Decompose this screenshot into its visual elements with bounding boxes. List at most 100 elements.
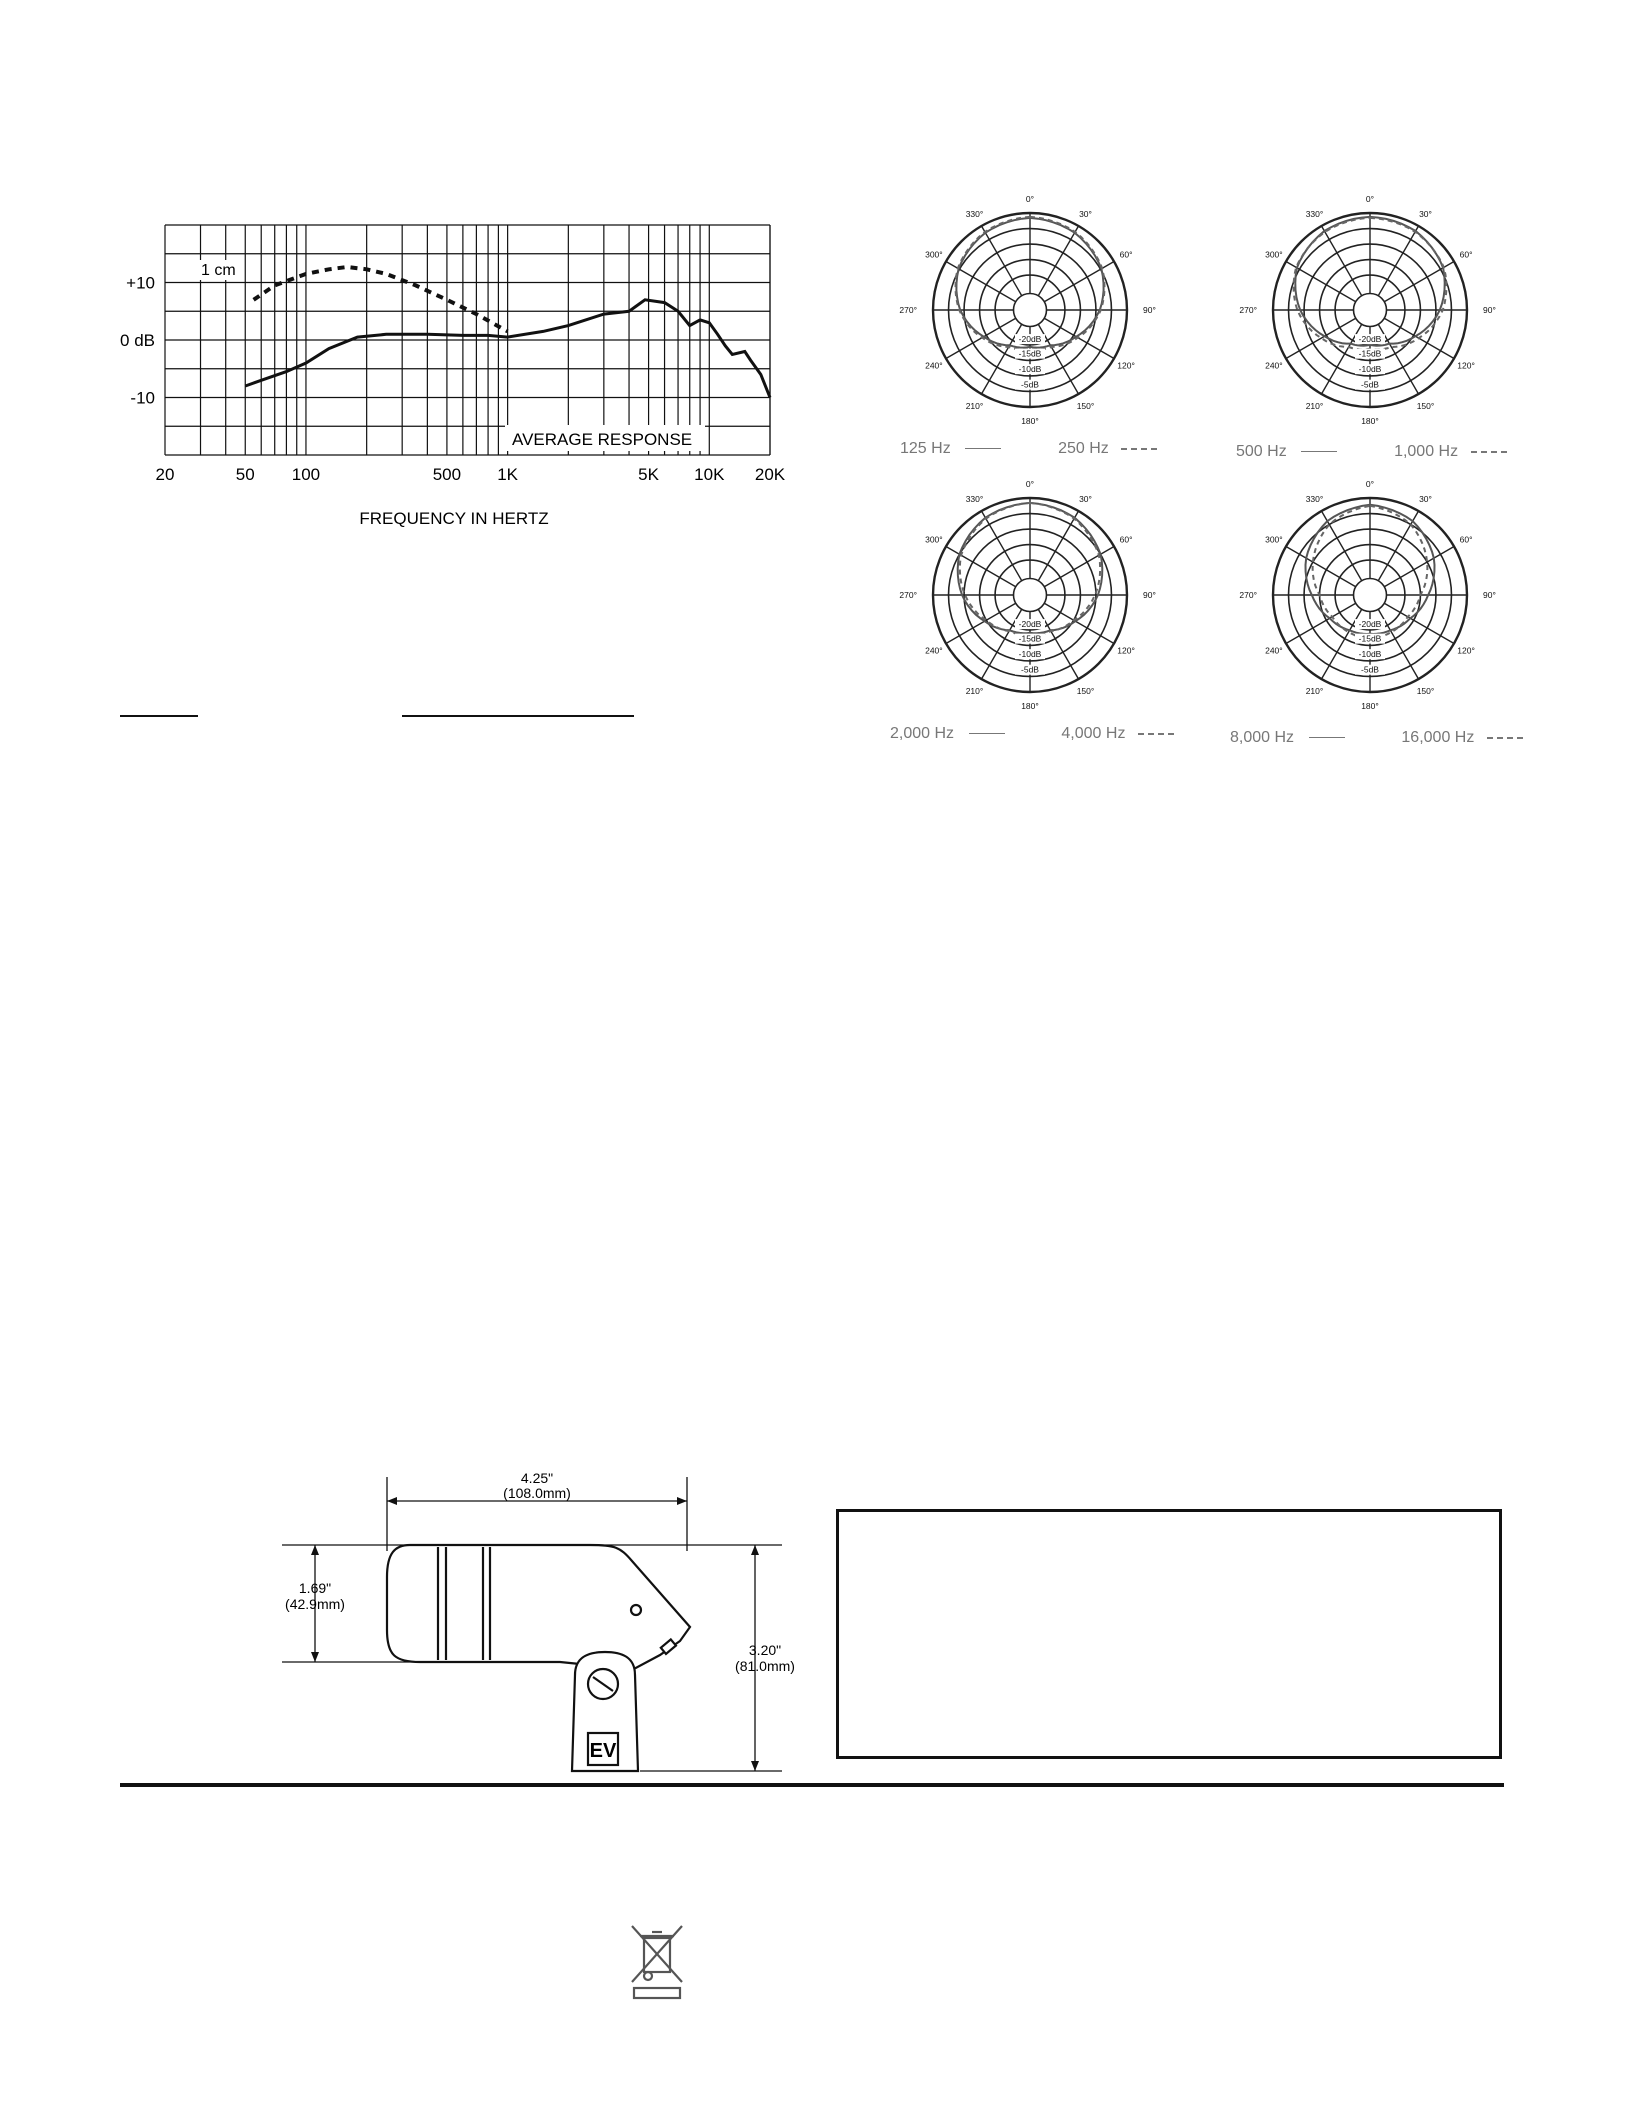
polar-curve-dashed xyxy=(958,501,1102,636)
polar-ring-label: -10dB xyxy=(1359,364,1382,374)
polar-angle-label: 300° xyxy=(925,535,943,545)
polar-spoke xyxy=(1037,225,1080,297)
y-tick-label: 0 dB xyxy=(120,331,155,350)
polar-curve-dashed xyxy=(954,215,1106,351)
average-response-label: AVERAGE RESPONSE xyxy=(512,430,692,449)
polar-spoke xyxy=(1320,225,1363,297)
legend-dashed-line xyxy=(1121,447,1158,450)
polar-chart-4: 0°30°60°90°120°150°180°210°240°270°300°3… xyxy=(1239,479,1496,711)
polar-curve-solid xyxy=(956,501,1104,635)
total-height-label: 3.20" xyxy=(749,1642,781,1658)
ring-label-bg xyxy=(1015,348,1045,359)
polar-ring-label: -10dB xyxy=(1019,649,1042,659)
ring-label-bg xyxy=(1355,334,1385,345)
ring-label-bg xyxy=(1355,633,1385,644)
polar-angle-label: 120° xyxy=(1117,361,1135,371)
frequency-grid xyxy=(164,224,771,456)
polar-chart-3: 0°30°60°90°120°150°180°210°240°270°300°3… xyxy=(899,479,1156,711)
polar-ring-label: -20dB xyxy=(1359,334,1382,344)
polar-spoke xyxy=(1383,545,1455,588)
polar-angle-label: 150° xyxy=(1417,401,1435,411)
polar-spoke xyxy=(945,545,1017,588)
polar-angle-label: 270° xyxy=(899,590,917,600)
legend-2000hz: 2,000 Hz xyxy=(890,725,955,742)
polar-ring-label: -5dB xyxy=(1361,380,1379,390)
polar-ring-label: -5dB xyxy=(1021,665,1039,675)
polar-angle-label: 270° xyxy=(1239,590,1257,600)
legend-250hz: 250 Hz xyxy=(1058,440,1109,457)
legend-125hz: 125 Hz xyxy=(900,440,951,457)
ring-label-bg xyxy=(1015,649,1045,660)
ring-label-bg xyxy=(1355,619,1385,630)
y-tick-label: +10 xyxy=(126,274,155,293)
polar-ring-label: -20dB xyxy=(1019,619,1042,629)
polar-angle-label: 120° xyxy=(1457,361,1475,371)
x-tick-label: 20K xyxy=(755,465,786,484)
head-height-mm-label: (42.9mm) xyxy=(285,1596,345,1612)
polar-spoke xyxy=(1037,510,1080,582)
polar-angle-label: 300° xyxy=(925,250,943,260)
polar-legend-2: 500 Hz 1,000 Hz xyxy=(1236,443,1507,461)
polar-spoke xyxy=(1285,602,1357,645)
polar-angle-label: 240° xyxy=(1265,646,1283,656)
polar-spoke xyxy=(1377,510,1420,582)
polar-angle-label: 90° xyxy=(1483,305,1496,315)
footer-divider xyxy=(120,1783,1504,1787)
specifications-box xyxy=(836,1509,1502,1759)
polar-angle-label: 180° xyxy=(1361,701,1379,711)
polar-ring xyxy=(1352,577,1388,613)
polar-angle-label: 0° xyxy=(1366,194,1374,204)
polar-angle-label: 240° xyxy=(925,646,943,656)
polar-legend-1: 125 Hz 250 Hz xyxy=(900,440,1158,458)
series-label-bg xyxy=(196,260,240,280)
polar-angle-label: 180° xyxy=(1021,701,1039,711)
polar-ring xyxy=(1012,292,1048,328)
microphone-clamp xyxy=(570,1650,640,1773)
polar-angle-label: 240° xyxy=(925,361,943,371)
total-height-mm-label: (81.0mm) xyxy=(735,1658,795,1674)
x-tick-label: 500 xyxy=(433,465,461,484)
ring-label-bg xyxy=(1355,348,1385,359)
legend-dashed-line xyxy=(1470,450,1507,453)
polar-angle-label: 330° xyxy=(966,494,984,504)
polar-angle-label: 0° xyxy=(1366,479,1374,489)
x-tick-label: 100 xyxy=(292,465,320,484)
polar-ring-label: -15dB xyxy=(1359,349,1382,359)
polar-angle-label: 90° xyxy=(1483,590,1496,600)
average-response-curve xyxy=(244,298,772,399)
polar-angle-label: 210° xyxy=(966,686,984,696)
ring-label-bg xyxy=(1015,664,1045,675)
polar-ring-label: -15dB xyxy=(1359,634,1382,644)
polar-spoke xyxy=(980,510,1023,582)
polar-angle-label: 330° xyxy=(1306,494,1324,504)
polar-spoke xyxy=(1383,602,1455,645)
microphone-body xyxy=(385,1543,692,1673)
length-label: 4.25" xyxy=(521,1470,553,1486)
ring-label-bg xyxy=(1015,633,1045,644)
polar-ring xyxy=(1012,577,1048,613)
polar-spoke xyxy=(1043,545,1115,588)
polar-spoke xyxy=(1320,510,1363,582)
polar-angle-label: 180° xyxy=(1361,416,1379,426)
legend-16000hz: 16,000 Hz xyxy=(1401,729,1475,746)
polar-angle-label: 90° xyxy=(1143,590,1156,600)
polar-angle-label: 330° xyxy=(966,209,984,219)
polar-ring-label: -15dB xyxy=(1019,634,1042,644)
ring-label-bg xyxy=(1015,334,1045,345)
polar-angle-label: 60° xyxy=(1120,250,1133,260)
legend-solid-line xyxy=(1301,451,1338,453)
polar-spoke xyxy=(1285,545,1357,588)
legend-dashed-line xyxy=(1486,736,1523,739)
ev-logo: EV xyxy=(590,1740,617,1762)
polar-ring-label: -15dB xyxy=(1019,349,1042,359)
series-label-1cm: 1 cm xyxy=(201,262,236,279)
dimension-drawing: EV 4.25" (108.0mm) 1.69" (42.9mm) 3.20" … xyxy=(282,1470,795,1773)
polar-angle-label: 60° xyxy=(1460,535,1473,545)
polar-angle-label: 0° xyxy=(1026,194,1034,204)
polar-angle-label: 30° xyxy=(1079,209,1092,219)
polar-spoke xyxy=(1285,317,1357,360)
ring-label-bg xyxy=(1355,379,1385,390)
polar-spoke xyxy=(945,317,1017,360)
polar-spoke xyxy=(1043,317,1115,360)
